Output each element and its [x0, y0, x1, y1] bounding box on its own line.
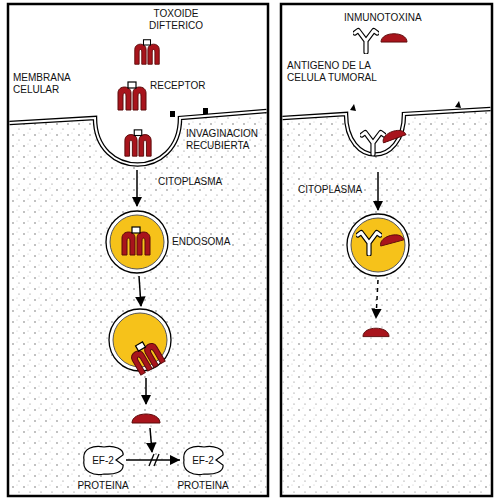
protein-name: EF-2 — [80, 444, 126, 476]
part-label: ANTIGENO DE LA CELULA TUMORAL — [287, 60, 377, 84]
protein-shape: EF-2PROTEINA — [80, 444, 126, 476]
protein-caption: PROTEINA — [66, 480, 140, 492]
protein-caption: PROTEINA — [166, 480, 240, 492]
protein-name: EF-2 — [180, 444, 226, 476]
reaction-arrow — [126, 459, 180, 461]
part-label: RECEPTOR — [150, 80, 210, 92]
part-label: ENDOSOMA — [172, 236, 242, 248]
part-label: INVAGINACION RECUBIERTA — [186, 128, 268, 152]
part-label: CITOPLASMA — [158, 176, 228, 188]
part-label: CITOPLASMA — [298, 184, 368, 196]
protein-shape: EF-2PROTEINA — [180, 444, 226, 476]
part-label: TOXOIDE DIFTERICO — [138, 8, 214, 32]
part-label: MEMBRANA CELULAR — [13, 72, 83, 96]
part-label: INMUNOTOXINA — [344, 12, 434, 24]
